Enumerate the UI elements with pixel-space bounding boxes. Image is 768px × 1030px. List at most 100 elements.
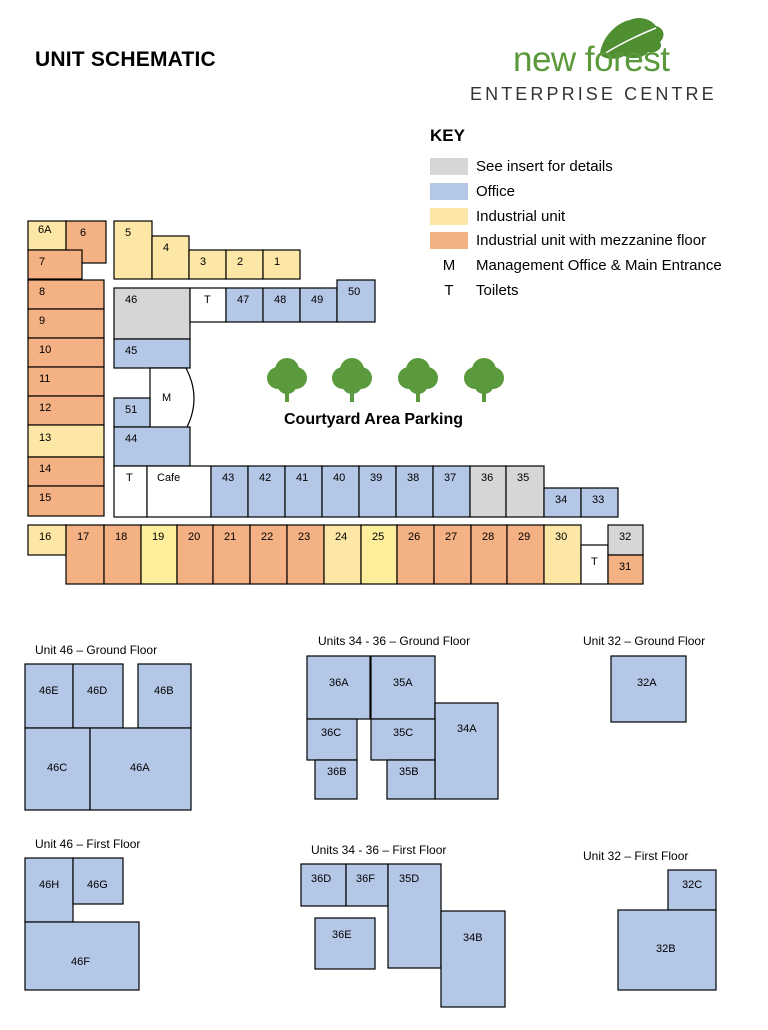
unit-28 — [470, 524, 508, 585]
key-title: KEY — [430, 126, 465, 145]
room-label: 32C — [682, 879, 702, 891]
room-label: 36D — [311, 873, 331, 885]
unit-label: 36 — [481, 472, 493, 484]
room-36d — [300, 863, 347, 907]
unit-43 — [210, 465, 249, 518]
insert-title: Unit 46 – Ground Floor — [35, 643, 158, 657]
unit-label: 41 — [296, 472, 308, 484]
unit-label: 2 — [237, 256, 243, 268]
room-label: 35A — [393, 677, 413, 689]
room-36c — [306, 718, 358, 761]
unit-label: 10 — [39, 344, 51, 356]
room-label: 35D — [399, 873, 419, 885]
room-35c — [370, 718, 436, 761]
unit-42 — [247, 465, 286, 518]
unit-label: 5 — [125, 227, 131, 239]
key-label: Industrial unit with mezzanine floor — [476, 232, 707, 249]
unit-9 — [27, 308, 105, 339]
unit-label: T — [126, 472, 133, 484]
key-letter-m: M — [442, 257, 456, 274]
room-46h — [24, 857, 74, 923]
room-36a — [306, 655, 371, 720]
unit-label: 37 — [444, 472, 456, 484]
room-label: 46A — [130, 762, 150, 774]
unit-label: 27 — [445, 531, 457, 543]
unit-t — [189, 287, 227, 323]
room-46e — [24, 663, 74, 729]
unit-29 — [506, 524, 545, 585]
unit-label: 43 — [222, 472, 234, 484]
unit-14 — [27, 456, 105, 487]
tree-icon — [277, 374, 297, 394]
room-34a — [434, 702, 499, 800]
room-32a — [610, 655, 687, 723]
unit-20 — [176, 524, 214, 585]
unit-label: 28 — [482, 531, 494, 543]
unit-26 — [396, 524, 435, 585]
room-label: 36F — [356, 873, 375, 885]
unit-label: M — [162, 392, 171, 404]
unit-label: 18 — [115, 531, 127, 543]
unit-5 — [113, 220, 153, 280]
unit-19 — [140, 524, 178, 585]
unit-label: 49 — [311, 294, 323, 306]
unit-label: 13 — [39, 432, 51, 444]
unit-label: 34 — [555, 494, 567, 506]
room-36b — [314, 759, 358, 800]
unit-13 — [27, 424, 105, 458]
unit-label: 51 — [125, 404, 137, 416]
unit-15 — [27, 485, 105, 517]
unit-label: 48 — [274, 294, 286, 306]
unit-label: 6A — [38, 224, 52, 236]
unit-label: 6 — [80, 227, 86, 239]
room-label: 34B — [463, 932, 483, 944]
courtyard-label: Courtyard Area Parking — [284, 411, 464, 428]
key-swatch-office — [430, 183, 468, 200]
key-swatch-grey — [430, 158, 468, 175]
unit-35 — [505, 465, 545, 518]
unit-27 — [433, 524, 472, 585]
unit-label: 40 — [333, 472, 345, 484]
unit-10 — [27, 337, 105, 368]
room-label: 36B — [327, 766, 347, 778]
unit-label: 50 — [348, 286, 360, 298]
unit-label: 16 — [39, 531, 51, 543]
unit-7 — [27, 249, 83, 280]
unit-4 — [151, 235, 190, 280]
room-label: 46C — [47, 762, 67, 774]
key-label: See insert for details — [476, 158, 613, 175]
unit-45 — [113, 338, 191, 369]
unit-49 — [299, 287, 338, 323]
unit-46 — [113, 287, 191, 340]
tree-icon — [408, 374, 428, 394]
tree-icon — [474, 374, 494, 394]
unit-39 — [358, 465, 397, 518]
room-46b — [137, 663, 192, 729]
unit-label: T — [591, 556, 598, 568]
room-label: 32B — [656, 943, 676, 955]
unit-48 — [262, 287, 301, 323]
room-label: 36A — [329, 677, 349, 689]
unit-label: 47 — [237, 294, 249, 306]
unit-41 — [284, 465, 323, 518]
room-label: 46D — [87, 685, 107, 697]
room-32b — [617, 909, 717, 991]
unit-label: 11 — [39, 373, 50, 385]
unit-label: 17 — [77, 531, 89, 543]
unit-label: 19 — [152, 531, 164, 543]
oak-leaf-logo-icon — [600, 18, 664, 59]
unit-cafe — [146, 465, 212, 518]
unit-label: 25 — [372, 531, 384, 543]
unit-label: 35 — [517, 472, 529, 484]
unit-label: 38 — [407, 472, 419, 484]
unit-25 — [360, 524, 398, 585]
unit-34 — [543, 487, 582, 518]
room-label: 46F — [71, 956, 90, 968]
room-46g — [72, 857, 124, 905]
insert-title: Unit 32 – Ground Floor — [583, 634, 706, 648]
unit-label: 32 — [619, 531, 631, 543]
page-title: UNIT SCHEMATIC — [35, 48, 216, 71]
room-35a — [370, 655, 436, 720]
unit-30 — [543, 524, 582, 585]
room-label: 34A — [457, 723, 477, 735]
